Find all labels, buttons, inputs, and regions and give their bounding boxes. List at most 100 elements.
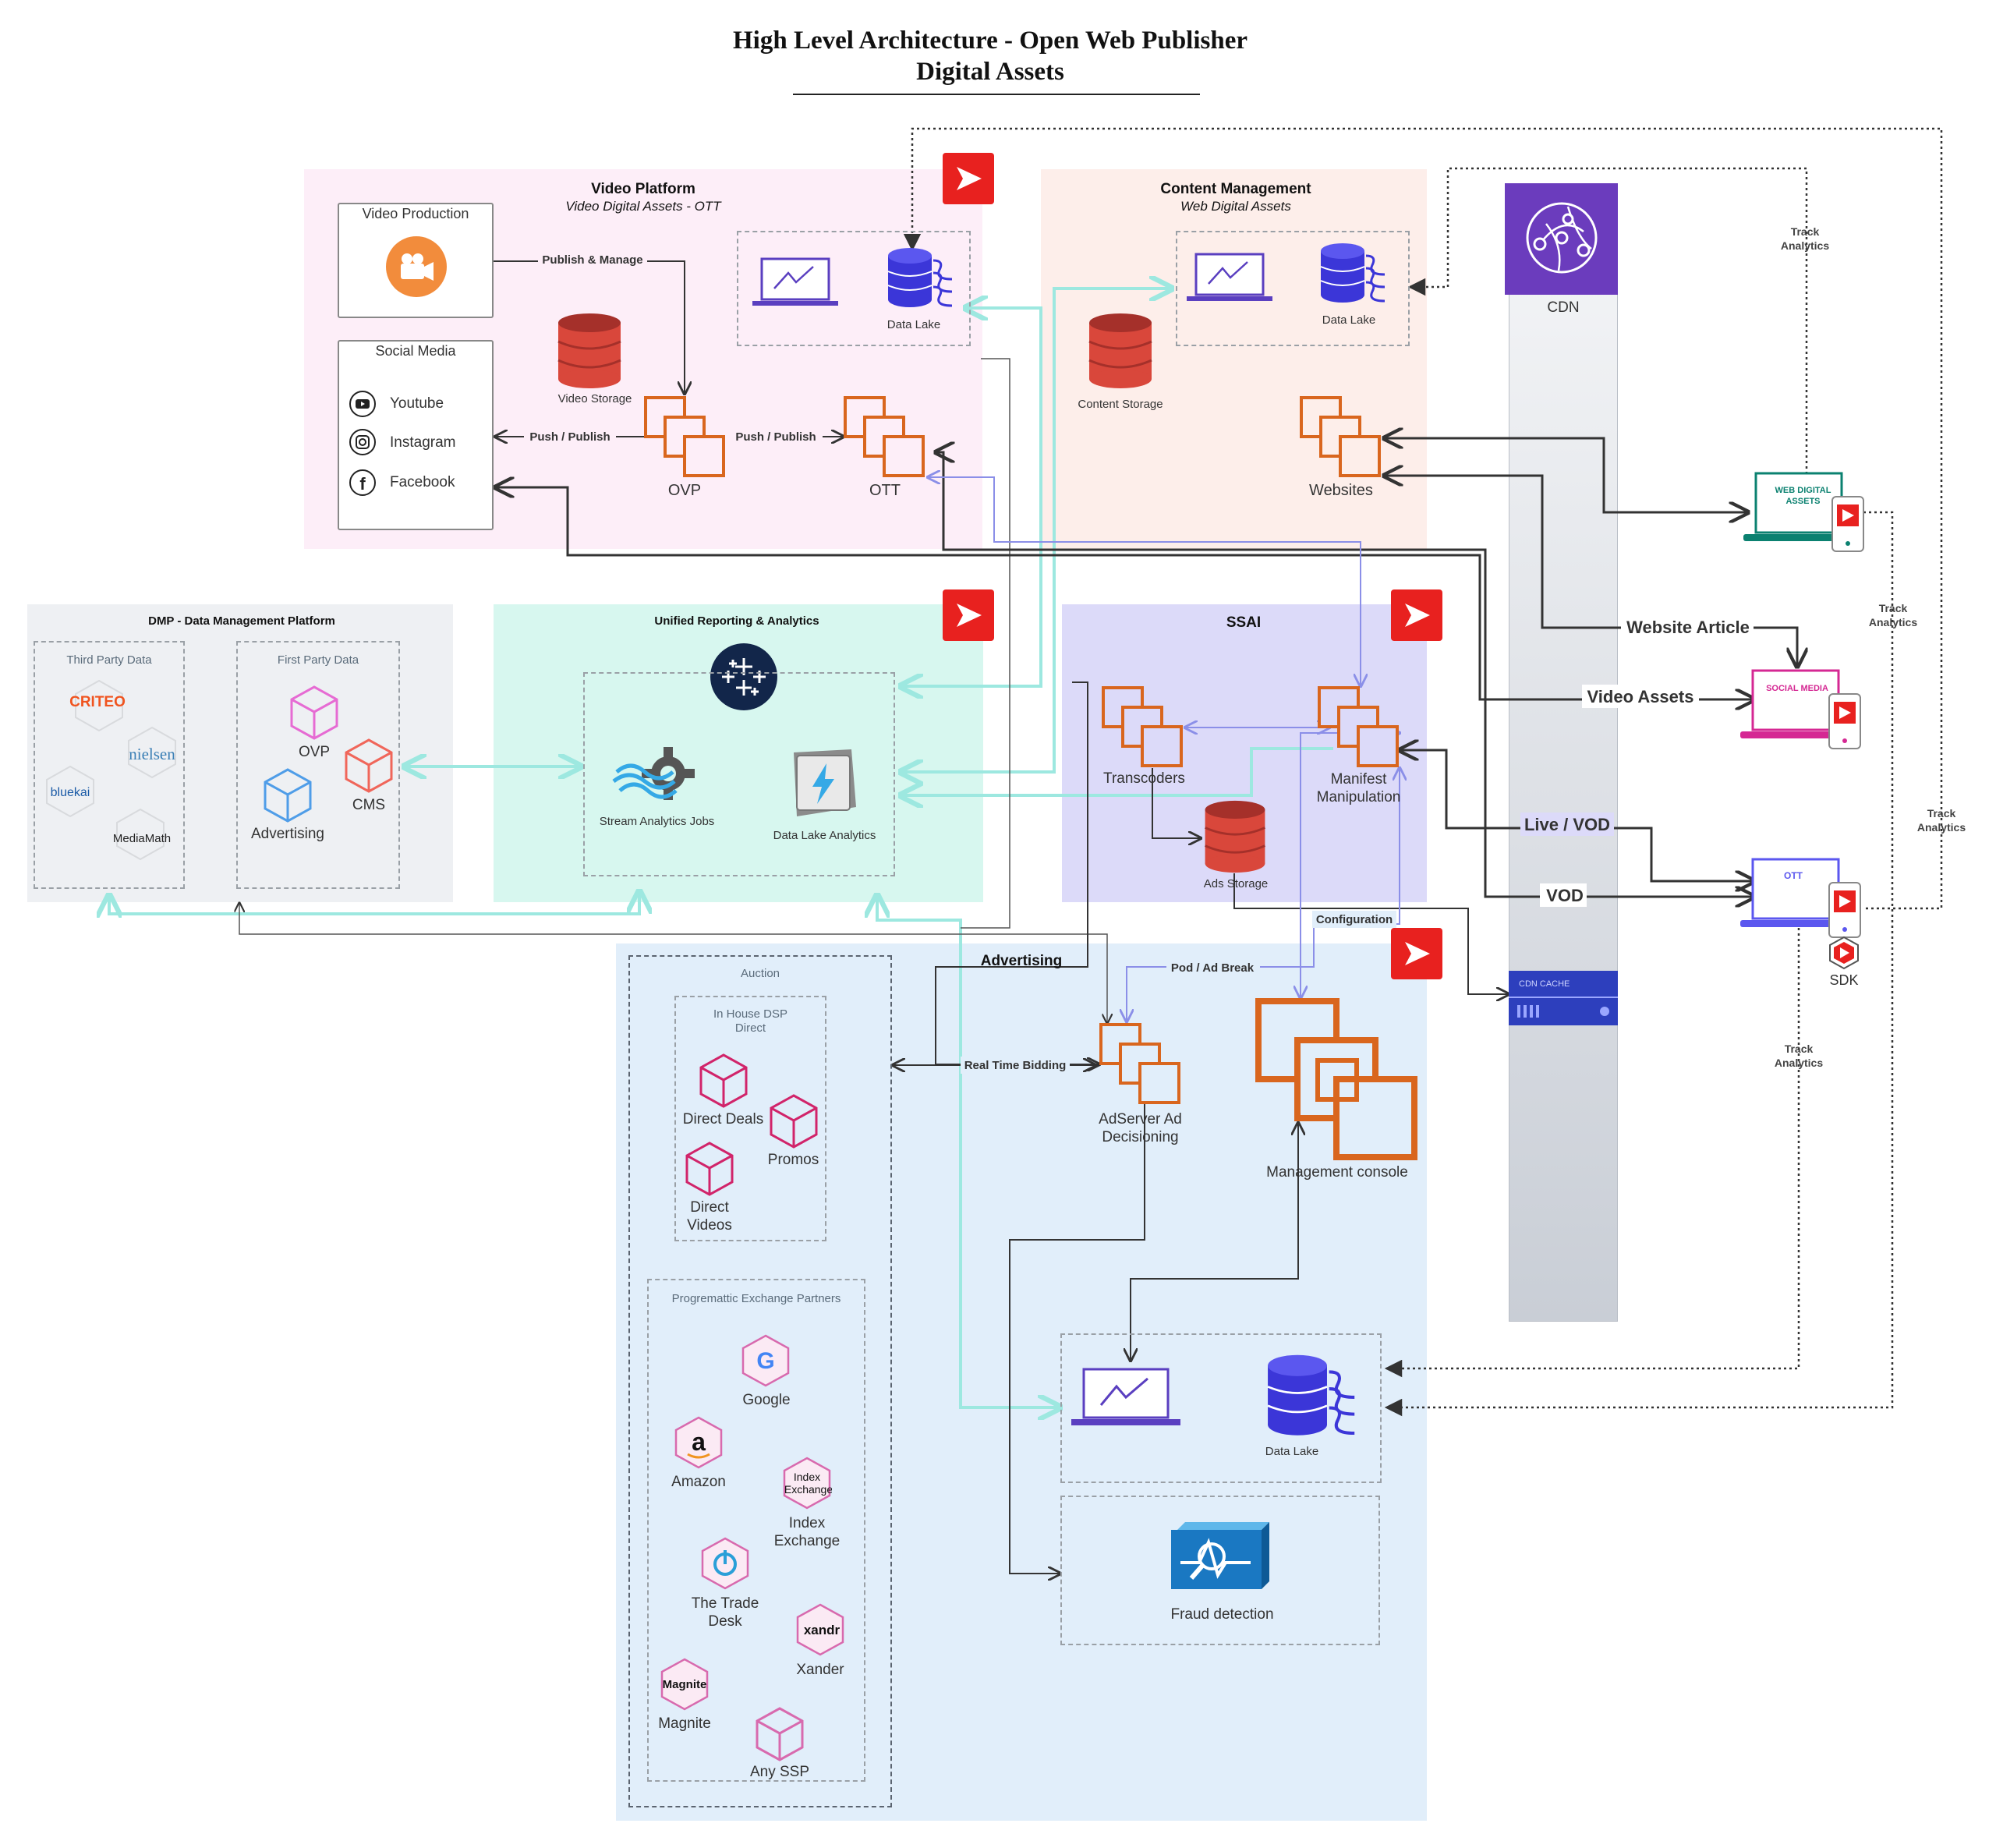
device-social-label: SOCIAL MEDIA — [1766, 684, 1828, 693]
ad-data-lake-label: Data Lake — [1265, 1445, 1319, 1458]
device-social-media[interactable] — [1737, 669, 1865, 750]
ott-label: OTT — [869, 482, 901, 499]
svg-text:Analytics: Analytics — [1781, 239, 1829, 252]
video-data-lake-icon — [887, 248, 953, 307]
any-ssp-cube-icon — [756, 1707, 804, 1761]
brand-badge-video — [943, 153, 994, 204]
ads-storage-icon — [1205, 800, 1265, 873]
svg-text:Analytics: Analytics — [1775, 1057, 1823, 1069]
auction-label: Auction — [740, 967, 780, 980]
svg-text:f: f — [359, 474, 366, 494]
cdn-label: CDN — [1547, 299, 1580, 316]
svg-text:Track: Track — [1927, 807, 1956, 820]
google-icon: G — [741, 1334, 790, 1387]
svg-text:Index: Index — [794, 1471, 820, 1483]
trade-desk-icon — [701, 1537, 749, 1590]
vendor-mediamath: MediaMath — [112, 832, 172, 845]
vendor-bluekai: bluekai — [50, 786, 90, 799]
device-web-label: WEB DIGITAL ASSETS — [1775, 486, 1831, 506]
brand-badge-advertising — [1391, 928, 1442, 979]
first-party-label: First Party Data — [277, 653, 359, 667]
data-lake-analytics-icon — [794, 749, 856, 816]
content-data-lake-box — [1176, 231, 1410, 346]
cdn-cache-divider — [1509, 997, 1618, 998]
cms-cube-icon — [345, 738, 393, 793]
transcoders-label: Transcoders — [1103, 770, 1185, 787]
exchange-partners-label: Progremattic Exchange Partners — [671, 1292, 841, 1305]
sdk-icon — [1829, 936, 1859, 970]
fraud-detection-label: Fraud detection — [1170, 1606, 1274, 1623]
ovp-icon — [644, 396, 725, 477]
direct-deals-label: Direct Deals — [682, 1111, 764, 1128]
first-party-advertising: Advertising — [251, 826, 324, 842]
partner-index-exchange: Index Exchange — [773, 1515, 841, 1549]
content-storage-label: Content Storage — [1078, 398, 1163, 411]
cdn-globe-icon — [1526, 202, 1598, 274]
youtube-icon — [349, 391, 376, 417]
websites-icon — [1300, 396, 1381, 477]
page-subtitle: Digital Assets — [916, 58, 1064, 86]
svg-text:G: G — [756, 1348, 774, 1374]
social-item-facebook: Facebook — [390, 474, 455, 490]
content-data-lake-icon — [1320, 243, 1386, 303]
amazon-icon: a — [674, 1416, 723, 1469]
direct-deals-cube-icon — [699, 1053, 748, 1108]
device-ott-label: OTT — [1784, 870, 1803, 881]
ad-data-lake-box — [1060, 1333, 1382, 1483]
third-party-label: Third Party Data — [66, 653, 152, 667]
vendor-hex-bluekai — [46, 765, 94, 818]
instagram-icon — [349, 429, 376, 455]
promos-label: Promos — [767, 1152, 819, 1168]
partner-xander: Xander — [796, 1662, 844, 1678]
conn-vod: VOD — [1546, 886, 1584, 905]
ad-analytics-laptop-icon — [1071, 1368, 1180, 1425]
partner-amazon: Amazon — [671, 1474, 726, 1490]
xandr-icon: xandr — [796, 1603, 844, 1656]
cdn-cache-label: CDN CACHE — [1519, 979, 1570, 989]
data-lake-analytics-label: Data Lake Analytics — [773, 829, 876, 842]
conn-configuration: Configuration — [1316, 913, 1393, 926]
fraud-detection-icon — [1171, 1522, 1269, 1589]
reporting-inner-box — [583, 672, 895, 876]
advertising-cube-icon — [264, 768, 312, 823]
conn-website-article: Website Article — [1626, 618, 1750, 637]
adserver-label: AdServer Ad Decisioning — [1099, 1111, 1182, 1145]
websites-label: Websites — [1309, 482, 1373, 499]
direct-videos-label: Direct Videos — [687, 1199, 732, 1234]
management-console-label: Management console — [1266, 1164, 1408, 1181]
svg-text:Magnite: Magnite — [663, 1678, 707, 1691]
content-analytics-laptop-icon — [1187, 253, 1272, 301]
page-title: High Level Architecture - Open Web Publi… — [733, 27, 1248, 55]
conn-rtb: Real Time Bidding — [964, 1059, 1067, 1072]
brand-badge-ssai — [1391, 589, 1442, 641]
social-item-youtube: Youtube — [390, 395, 444, 412]
video-data-lake-box — [737, 231, 971, 346]
social-media-label: Social Media — [375, 343, 456, 359]
device-ott[interactable] — [1737, 858, 1865, 939]
svg-text:Track: Track — [1791, 225, 1820, 238]
content-management-title: Content Management — [1160, 181, 1311, 197]
content-management-subtitle: Web Digital Assets — [1180, 199, 1291, 214]
cdn-cache-server-icon — [1517, 1005, 1609, 1018]
ovp-label: OVP — [667, 482, 702, 499]
advertising-title: Advertising — [980, 953, 1063, 969]
first-party-box — [236, 641, 400, 889]
svg-text:Analytics: Analytics — [1917, 821, 1966, 834]
device-web-digital-assets[interactable] — [1740, 472, 1868, 553]
svg-text:Track: Track — [1785, 1043, 1814, 1055]
manifest-label: Manifest Manipulation — [1316, 771, 1401, 805]
dmp-title: DMP - Data Management Platform — [148, 614, 335, 628]
vendor-criteo: CRITEO — [69, 694, 126, 710]
social-item-instagram: Instagram — [390, 434, 456, 451]
svg-text:Analytics: Analytics — [1869, 616, 1917, 628]
brand-badge-reporting — [943, 589, 994, 641]
ovp-cube-icon — [290, 685, 338, 740]
conn-pod-ad-break: Pod / Ad Break — [1171, 961, 1255, 975]
video-production-label: Video Production — [362, 206, 469, 221]
partner-google: Google — [742, 1392, 791, 1408]
partner-trade-desk: The Trade Desk — [691, 1595, 759, 1630]
stream-analytics-icon — [612, 747, 695, 800]
inhouse-dsp-label: In House DSP Direct — [713, 1007, 788, 1035]
promos-cube-icon — [770, 1094, 818, 1149]
